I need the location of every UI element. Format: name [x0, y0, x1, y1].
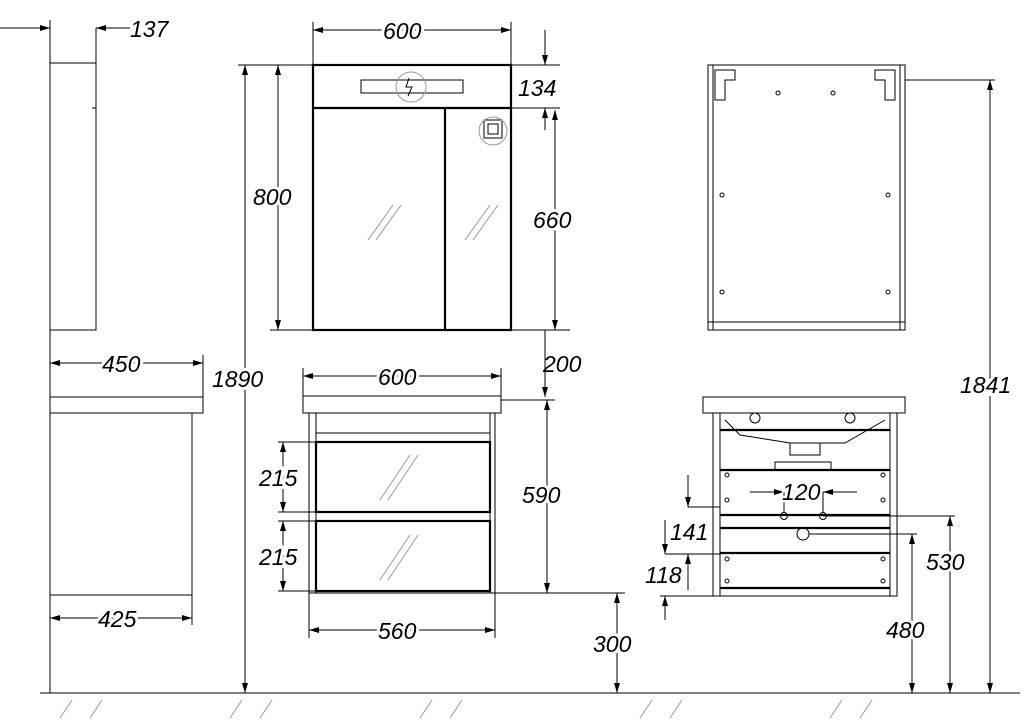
- rear-view: 1841 120 141 118 530 480: [645, 64, 1014, 693]
- front-vanity: 600 215 215 590 560 300: [255, 361, 635, 693]
- dim-530: 530: [926, 549, 965, 575]
- dim-200: 200: [542, 351, 582, 377]
- dim-480: 480: [886, 617, 925, 643]
- dim-600-mirror: 600: [383, 18, 422, 44]
- dim-425: 425: [98, 606, 137, 632]
- dim-660: 660: [533, 207, 572, 233]
- side-view: 137 450 425: [0, 16, 204, 693]
- dim-134: 134: [518, 75, 556, 101]
- dim-560: 560: [378, 618, 417, 644]
- dim-118: 118: [645, 562, 682, 588]
- front-mirror-cabinet: 600 134 660 800 1890 200: [209, 15, 582, 693]
- dim-1890: 1890: [212, 366, 263, 392]
- dim-120: 120: [782, 479, 821, 505]
- dim-1841: 1841: [960, 372, 1011, 398]
- dim-800: 800: [253, 184, 292, 210]
- dim-215-bottom: 215: [258, 544, 298, 570]
- dim-137: 137: [130, 16, 170, 42]
- dim-600-vanity: 600: [378, 364, 417, 390]
- dim-450: 450: [102, 351, 141, 377]
- dim-215-top: 215: [258, 465, 298, 491]
- dim-590: 590: [522, 482, 561, 508]
- dim-141: 141: [670, 519, 708, 545]
- dim-300: 300: [593, 631, 632, 657]
- floor: [40, 692, 1020, 719]
